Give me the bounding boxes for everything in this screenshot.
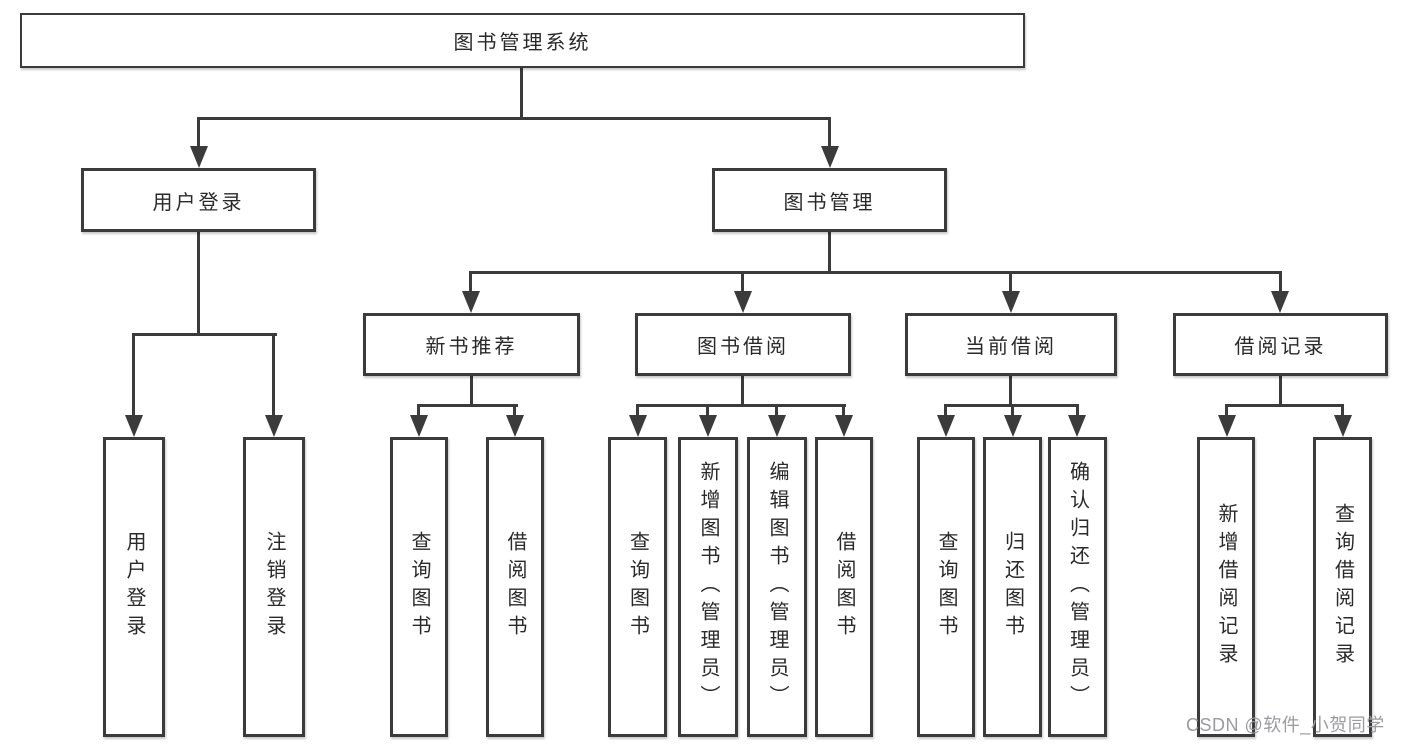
connector-vline xyxy=(828,117,831,149)
arrow-down-icon xyxy=(835,415,853,437)
leaf-logout-login: 注销登录 xyxy=(243,437,305,737)
leaf-query-books-recommend: 查询图书 xyxy=(390,437,448,737)
connector-vline xyxy=(1009,271,1012,293)
connector-vline xyxy=(775,404,778,418)
leaf-confirm-return-admin-label: 确认归还（管理员） xyxy=(1066,461,1089,713)
leaf-borrow-books-recommend: 借阅图书 xyxy=(486,437,544,737)
node-user-login: 用户登录 xyxy=(81,168,316,232)
leaf-add-borrow-record: 新增借阅记录 xyxy=(1197,437,1255,737)
connector-hline xyxy=(417,404,518,407)
arrow-down-icon xyxy=(699,415,717,437)
connector-vline xyxy=(1279,375,1282,406)
connector-hline xyxy=(470,271,1282,274)
node-library-system-label: 图书管理系统 xyxy=(453,32,592,54)
csdn-watermark: CSDN @软件_小贺同学 xyxy=(1186,715,1385,735)
node-book-borrowing-label: 图书借阅 xyxy=(697,336,789,358)
arrow-down-icon xyxy=(768,415,786,437)
connector-vline xyxy=(1225,404,1228,418)
node-borrowing-records-label: 借阅记录 xyxy=(1234,336,1327,358)
connector-vline xyxy=(944,404,947,418)
leaf-user-login: 用户登录 xyxy=(103,437,165,737)
arrow-down-icon xyxy=(937,415,955,437)
connector-vline xyxy=(417,404,420,418)
leaf-return-books: 归还图书 xyxy=(983,437,1042,737)
leaf-user-login-label: 用户登录 xyxy=(123,531,145,643)
leaf-query-books-current: 查询图书 xyxy=(917,437,975,737)
connector-vline xyxy=(197,117,200,149)
arrow-down-icon xyxy=(506,415,524,437)
connector-vline xyxy=(197,232,200,335)
node-book-borrowing: 图书借阅 xyxy=(635,313,851,376)
connector-vline xyxy=(1279,271,1282,293)
connector-vline xyxy=(828,232,831,273)
leaf-borrow-books-recommend-label: 借阅图书 xyxy=(504,531,526,643)
connector-hline xyxy=(1225,404,1344,407)
connector-vline xyxy=(1341,404,1344,418)
connector-vline xyxy=(741,271,744,293)
leaf-add-books-admin: 新增图书（管理员） xyxy=(678,437,738,737)
node-library-system: 图书管理系统 xyxy=(20,13,1025,68)
arrow-down-icon xyxy=(1068,415,1086,437)
node-book-management-label: 图书管理 xyxy=(783,191,876,214)
connector-vline xyxy=(513,404,516,418)
arrow-down-icon xyxy=(125,415,143,437)
connector-vline xyxy=(842,404,845,418)
arrow-down-icon xyxy=(629,415,647,437)
arrow-down-icon xyxy=(821,146,839,168)
node-new-book-recommend-label: 新书推荐 xyxy=(425,336,518,358)
connector-vline xyxy=(741,375,744,406)
arrow-down-icon xyxy=(462,291,480,313)
leaf-edit-books-admin: 编辑图书（管理员） xyxy=(747,437,807,737)
connector-vline xyxy=(636,404,639,418)
connector-vline xyxy=(1076,404,1079,418)
connector-vline xyxy=(1009,375,1012,406)
node-current-borrowing-label: 当前借阅 xyxy=(965,336,1057,358)
leaf-return-books-label: 归还图书 xyxy=(1001,531,1024,643)
arrow-down-icon xyxy=(265,415,283,437)
connector-vline xyxy=(520,67,523,118)
arrow-down-icon xyxy=(1334,415,1352,437)
leaf-query-books-borrowing: 查询图书 xyxy=(608,437,667,737)
connector-vline xyxy=(1011,404,1014,418)
arrow-down-icon xyxy=(1004,415,1022,437)
node-borrowing-records: 借阅记录 xyxy=(1173,313,1388,376)
node-book-management: 图书管理 xyxy=(712,168,947,232)
leaf-add-books-admin-label: 新增图书（管理员） xyxy=(697,461,719,713)
leaf-query-books-recommend-label: 查询图书 xyxy=(408,531,430,643)
arrow-down-icon xyxy=(410,415,428,437)
connector-vline xyxy=(706,404,709,418)
leaf-query-books-current-label: 查询图书 xyxy=(935,531,957,643)
node-user-login-label: 用户登录 xyxy=(152,191,245,214)
leaf-edit-books-admin-label: 编辑图书（管理员） xyxy=(766,461,788,713)
connector-vline xyxy=(470,375,473,406)
connector-hline xyxy=(636,404,846,407)
connector-vline xyxy=(132,333,135,418)
arrow-down-icon xyxy=(190,146,208,168)
node-current-borrowing: 当前借阅 xyxy=(905,313,1117,376)
leaf-query-borrow-record: 查询借阅记录 xyxy=(1313,437,1372,737)
leaf-query-borrow-record-label: 查询借阅记录 xyxy=(1331,503,1354,671)
arrow-down-icon xyxy=(1271,291,1289,313)
connector-hline xyxy=(197,117,831,120)
arrow-down-icon xyxy=(734,291,752,313)
leaf-confirm-return-admin: 确认归还（管理员） xyxy=(1048,437,1107,737)
node-new-book-recommend: 新书推荐 xyxy=(363,313,580,376)
arrow-down-icon xyxy=(1218,415,1236,437)
connector-hline xyxy=(132,333,277,336)
arrow-down-icon xyxy=(1002,291,1020,313)
leaf-query-books-borrowing-label: 查询图书 xyxy=(626,531,649,643)
leaf-borrow-books-borrowing-label: 借阅图书 xyxy=(833,531,855,643)
connector-vline xyxy=(469,271,472,293)
connector-vline xyxy=(272,333,275,418)
leaf-borrow-books-borrowing: 借阅图书 xyxy=(815,437,873,737)
leaf-add-borrow-record-label: 新增借阅记录 xyxy=(1215,503,1237,671)
leaf-logout-login-label: 注销登录 xyxy=(263,531,285,643)
